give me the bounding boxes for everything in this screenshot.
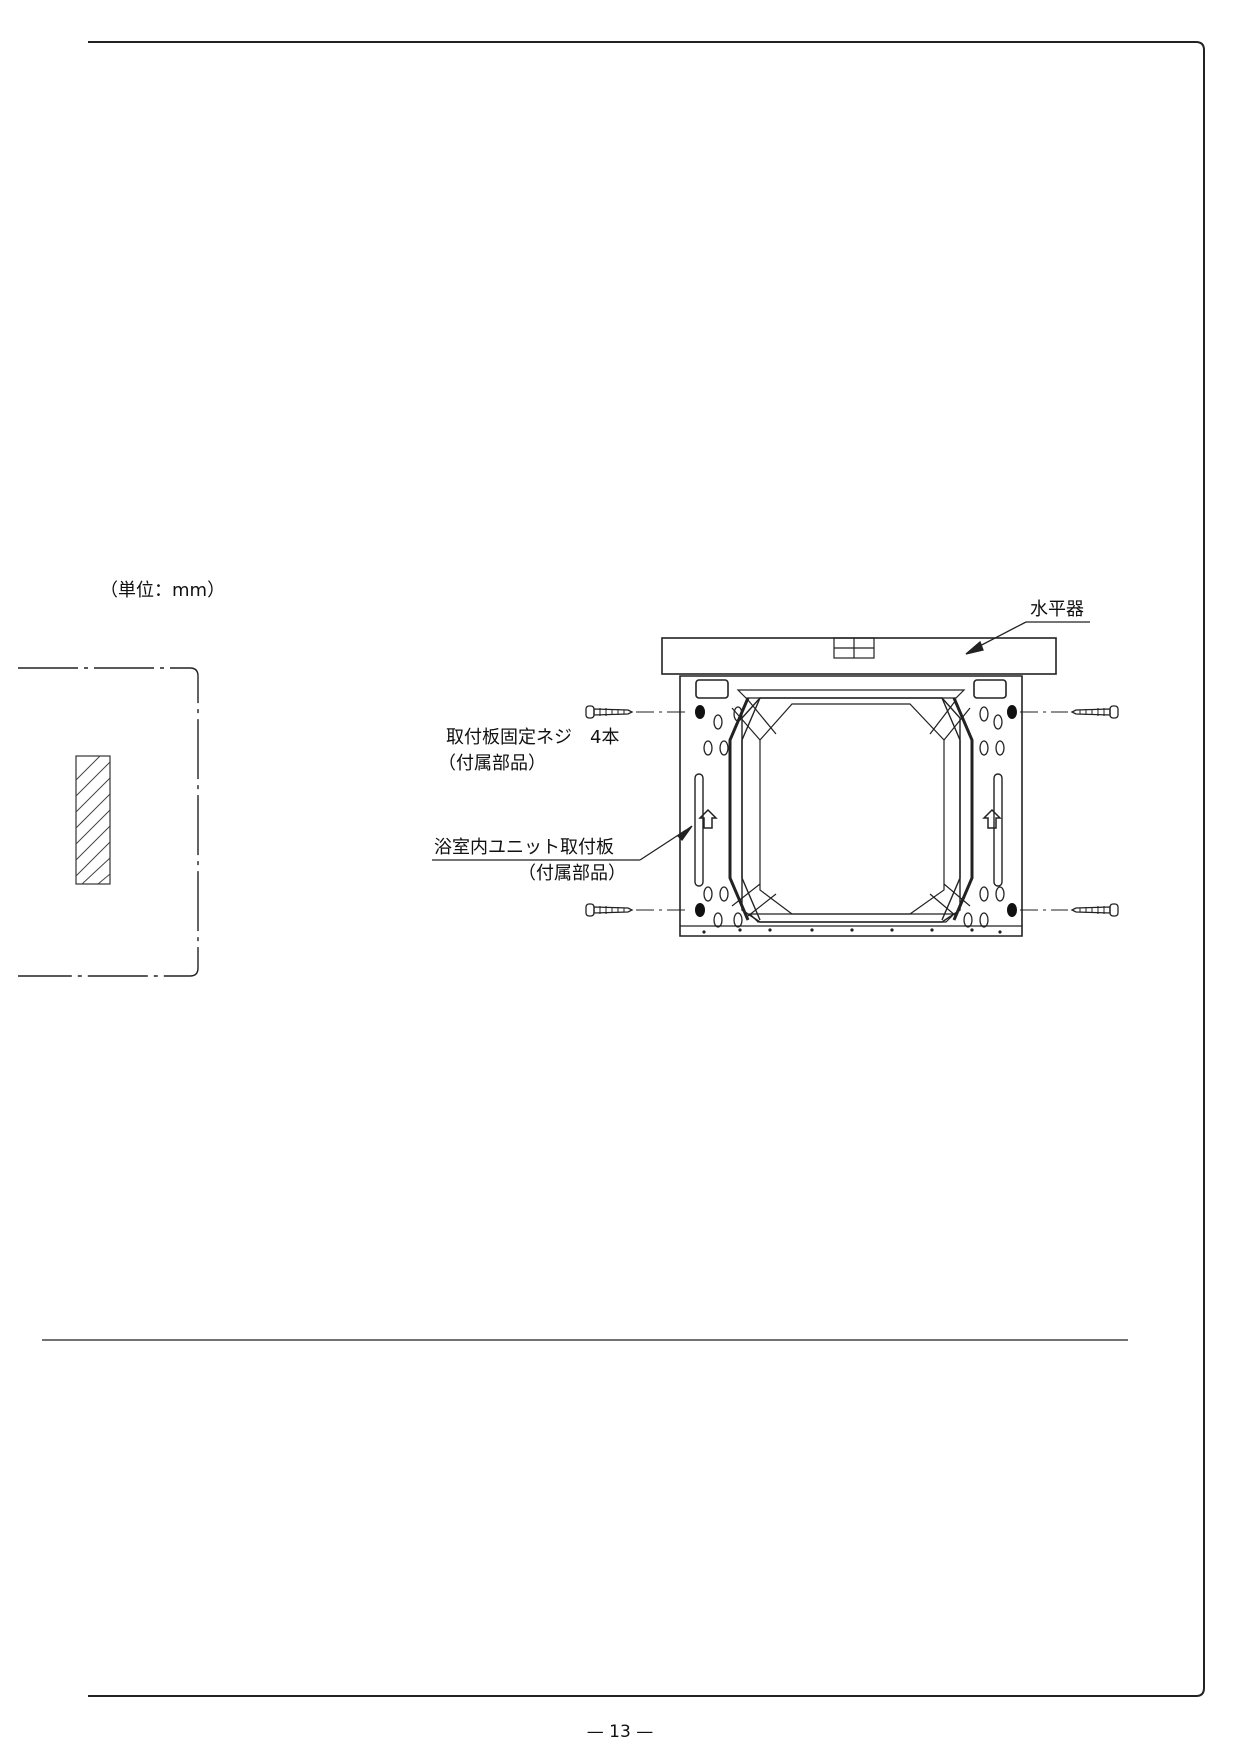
level-leader [965,621,1090,655]
level-label: 水平器 [1030,599,1084,620]
screw-icon [585,705,1119,917]
left-partial-figure [18,667,199,977]
mounting-plate [679,675,1023,937]
screw-center-lines [636,711,1068,911]
plate-label-line2: （付属部品） [518,863,626,884]
up-arrow-icon [698,808,1002,829]
plate-leader [432,825,693,861]
hatched-area [75,755,111,885]
screws-label-line1: 取付板固定ネジ 4本 [446,727,620,748]
plate-holes [703,706,1005,928]
page-frame [88,41,1205,1697]
page-number: — 13 — [586,1722,654,1742]
plate-label-line1: 浴室内ユニット取付板 [434,837,614,858]
hatch-lines [75,755,111,885]
screws-label-line2: （付属部品） [438,753,546,774]
unit-label: （単位：mm） [100,580,226,601]
bottom-edge-dots [702,928,1002,934]
spirit-level [661,637,1057,675]
screw-holes [695,705,1017,917]
